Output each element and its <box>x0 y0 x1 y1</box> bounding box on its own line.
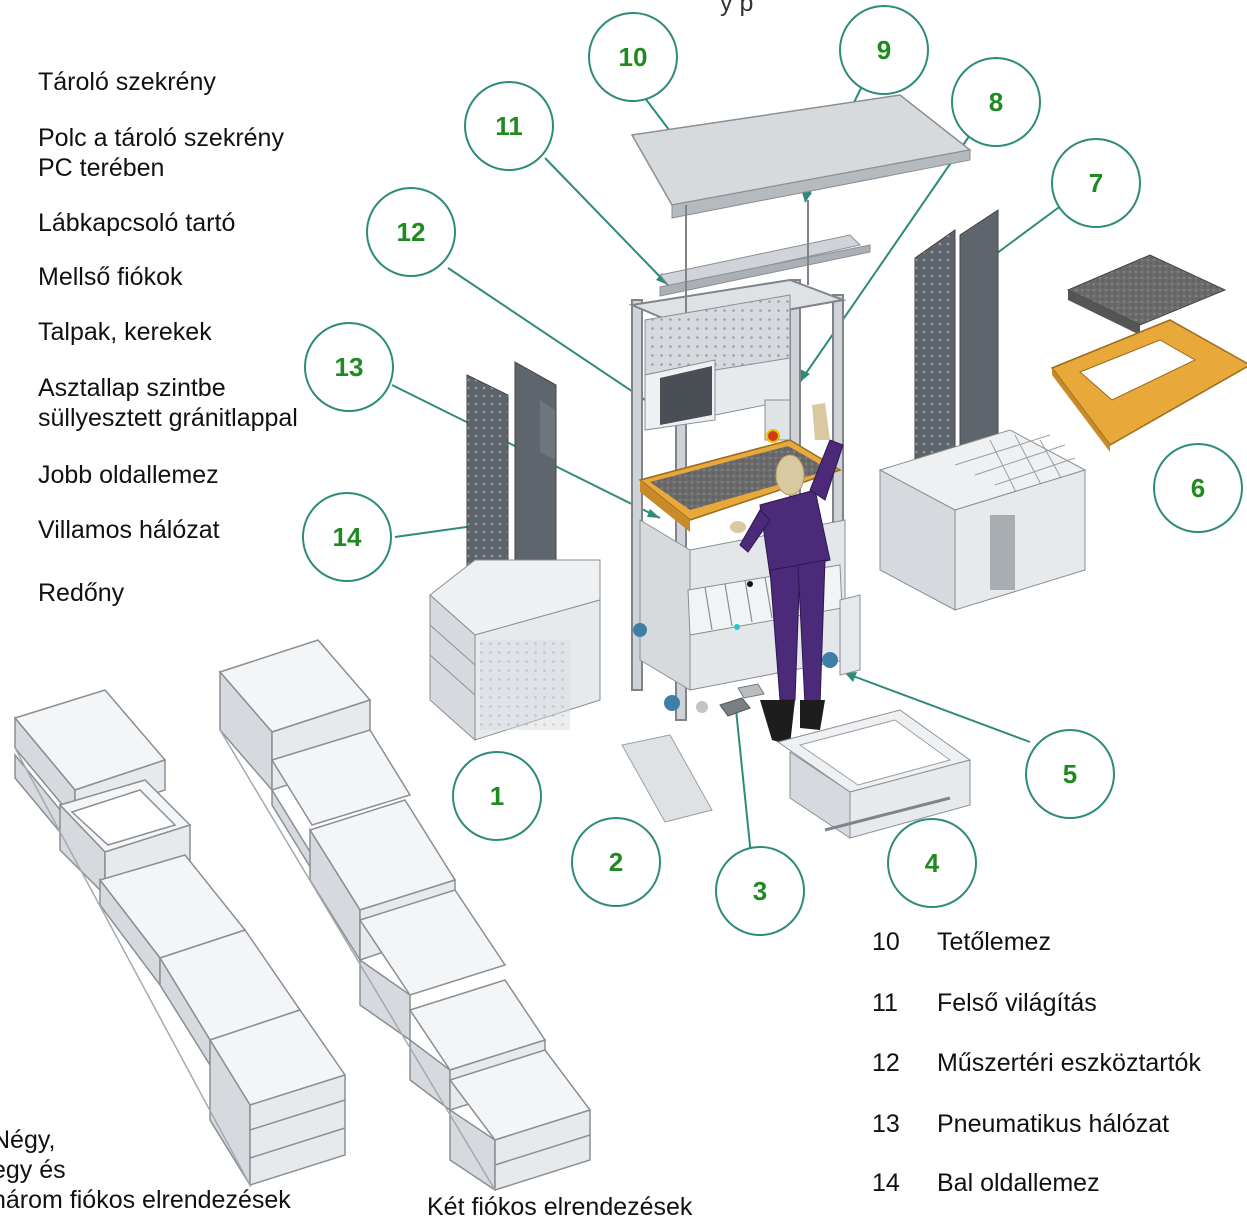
stack-frame-5 <box>208 1009 347 1188</box>
callout-number: 10 <box>619 42 648 72</box>
two-stack-4 <box>358 889 507 1042</box>
callout-number: 1 <box>490 781 504 811</box>
callout-circle <box>839 5 929 95</box>
legend-item-1: Tároló szekrény <box>38 68 216 96</box>
callout-circle <box>304 322 394 412</box>
right-legend-text-14: Bal oldallemez <box>937 1169 1100 1197</box>
callout-circle <box>715 846 805 936</box>
granite-slab <box>1066 254 1227 335</box>
granite-frame <box>1050 319 1247 452</box>
right-legend-text-10: Tetőlemez <box>937 928 1051 956</box>
callout-10: 10 <box>588 12 678 102</box>
operator-figure <box>730 403 844 745</box>
legend-item-9: Redőny <box>38 579 125 607</box>
callout-number: 7 <box>1089 168 1103 198</box>
callout-circle <box>366 187 456 277</box>
legend-item-5: Talpak, kerekek <box>38 318 212 346</box>
drawer-stack-two <box>218 639 592 1192</box>
callout-number: 6 <box>1191 473 1205 503</box>
top-light-bar <box>659 234 871 297</box>
stack-frame-4 <box>158 929 302 1068</box>
callout-number: 3 <box>753 876 767 906</box>
callout-circle <box>571 817 661 907</box>
callout-2: 2 <box>571 817 661 907</box>
foot-switch-holder <box>719 683 765 717</box>
callout-number: 8 <box>989 87 1003 117</box>
right-legend-num-13: 13 <box>872 1110 900 1138</box>
callout-1: 1 <box>452 751 542 841</box>
callout-3: 3 <box>715 846 805 936</box>
wheels <box>633 623 838 713</box>
legend-item-2: Polc a tároló szekrény PC terében <box>38 124 284 182</box>
drawer-stack-four-one-three <box>13 689 347 1188</box>
callout-6: 6 <box>1153 443 1243 533</box>
shelf-plate <box>621 734 713 823</box>
callout-circle <box>302 492 392 582</box>
front-drawer <box>776 709 972 839</box>
callout-number: 11 <box>495 111 523 141</box>
top-cut-text: y p <box>720 0 754 17</box>
legend-item-8: Villamos hálózat <box>38 516 220 544</box>
callout-circle <box>887 818 977 908</box>
left-storage-cabinet <box>429 559 601 742</box>
right-legend-text-12: Műszertéri eszköztartók <box>937 1049 1201 1077</box>
callout-number: 4 <box>925 848 940 878</box>
right-legend-num-12: 12 <box>872 1049 900 1077</box>
right-legend-num-11: 11 <box>872 989 898 1017</box>
callout-circle <box>464 81 554 171</box>
callout-number: 13 <box>335 352 364 382</box>
right-storage-cabinet <box>878 429 1087 611</box>
callout-circle <box>452 751 542 841</box>
instrument-shelf <box>714 357 791 443</box>
two-stack-6 <box>448 1049 592 1192</box>
legend-item-4: Mellső fiókok <box>38 263 183 291</box>
right-side-panels <box>914 209 999 501</box>
callout-12: 12 <box>366 187 456 277</box>
legend-item-7: Jobb oldallemez <box>38 461 219 489</box>
right-legend-num-10: 10 <box>872 928 900 956</box>
callout-number: 9 <box>877 35 891 65</box>
callout-5: 5 <box>1025 729 1115 819</box>
callout-circle <box>1153 443 1243 533</box>
roof-panel <box>630 94 972 219</box>
legend-item-3: Lábkapcsoló tartó <box>38 209 236 237</box>
callout-9: 9 <box>839 5 929 95</box>
right-legend-text-13: Pneumatikus hálózat <box>937 1110 1170 1138</box>
callout-11: 11 <box>464 81 554 171</box>
callout-14: 14 <box>302 492 392 582</box>
caption-drawer-layouts: Négy, egy és három fiókos elrendezések <box>0 1126 291 1214</box>
right-legend-num-14: 14 <box>872 1169 900 1197</box>
callout-circle <box>951 57 1041 147</box>
monitor <box>644 359 716 431</box>
callout-circle <box>1051 138 1141 228</box>
callout-number: 2 <box>609 847 623 877</box>
callout-4: 4 <box>887 818 977 908</box>
caption-two-drawer-layouts: Két fiókos elrendezések <box>427 1193 693 1221</box>
callout-8: 8 <box>951 57 1041 147</box>
callout-number: 5 <box>1063 759 1077 789</box>
callout-13: 13 <box>304 322 394 412</box>
callout-number: 12 <box>397 217 426 247</box>
right-legend-text-11: Felső világítás <box>937 989 1097 1017</box>
callout-7: 7 <box>1051 138 1141 228</box>
callout-number: 14 <box>333 522 362 552</box>
legend-item-6: Asztallap szintbe süllyesztett gránitlap… <box>38 374 298 432</box>
callout-circle <box>1025 729 1115 819</box>
callout-circle <box>588 12 678 102</box>
